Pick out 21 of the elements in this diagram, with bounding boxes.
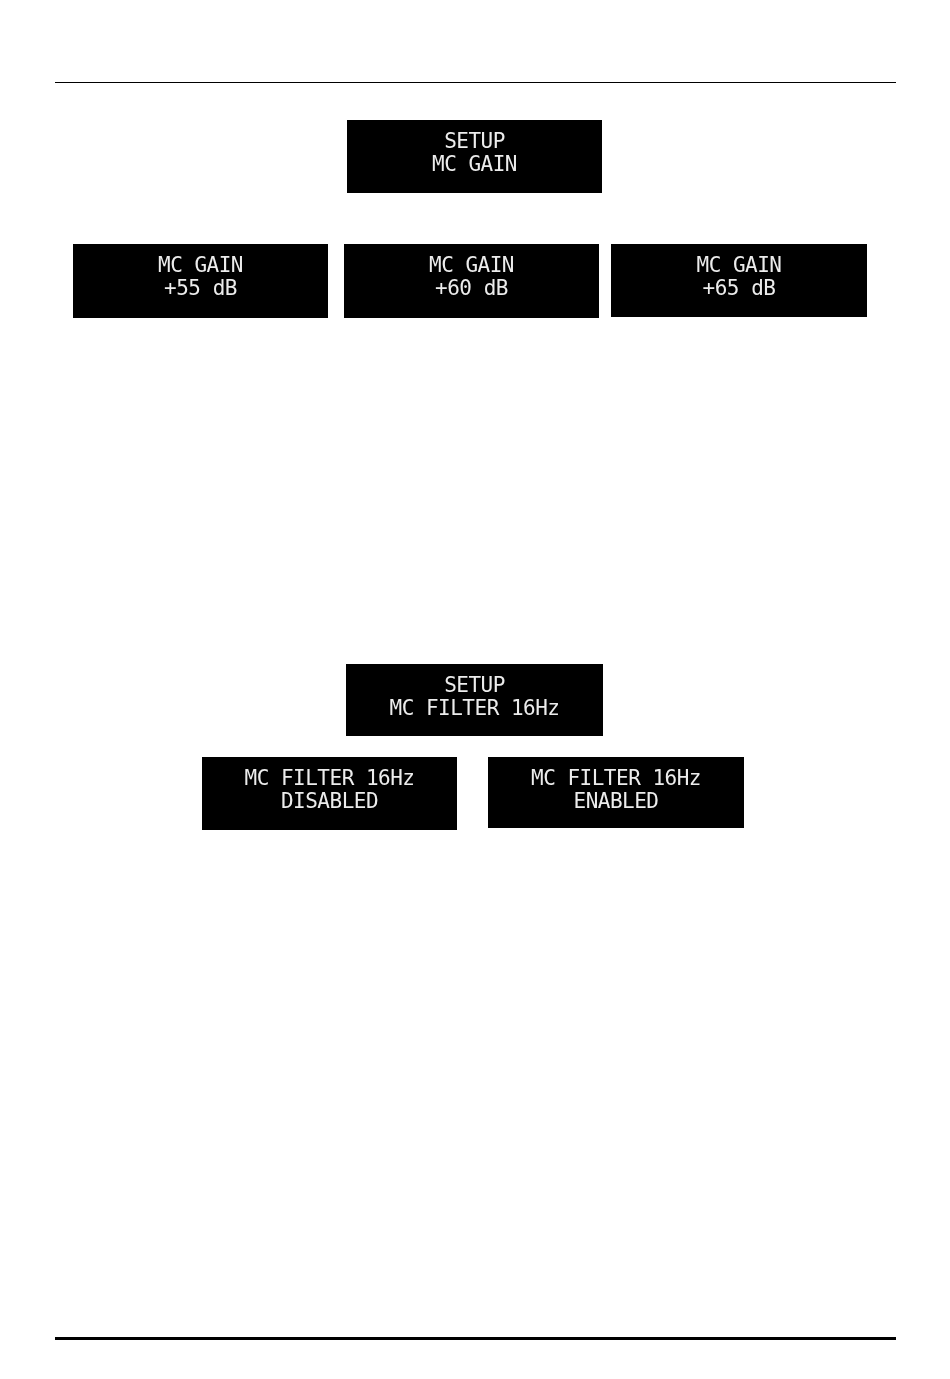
- display-screen: [611, 244, 867, 317]
- display-text: ENABLED: [573, 790, 659, 813]
- display-screen: [488, 757, 744, 828]
- display-text: MC FILTER 16Hz: [531, 767, 701, 790]
- display-text: SETUP: [444, 130, 505, 153]
- display-text: MC FILTER 16Hz: [244, 767, 415, 790]
- display-screen: [347, 120, 602, 193]
- display-screen: [346, 664, 603, 736]
- display-text: MC GAIN: [696, 254, 782, 277]
- display-text: MC GAIN: [429, 254, 514, 277]
- display-text: +65 dB: [702, 277, 776, 300]
- display-screen: [202, 757, 457, 830]
- display-text: MC FILTER 16Hz: [389, 697, 560, 720]
- display-text: DISABLED: [280, 790, 379, 813]
- display-text: +60 dB: [435, 277, 508, 300]
- display-text: MC GAIN: [432, 153, 517, 176]
- display-text: MC GAIN: [158, 254, 243, 277]
- display-text: +55 dB: [164, 277, 237, 300]
- display-text: SETUP: [444, 674, 505, 697]
- display-screen: [344, 244, 599, 318]
- display-screen: [73, 244, 328, 318]
